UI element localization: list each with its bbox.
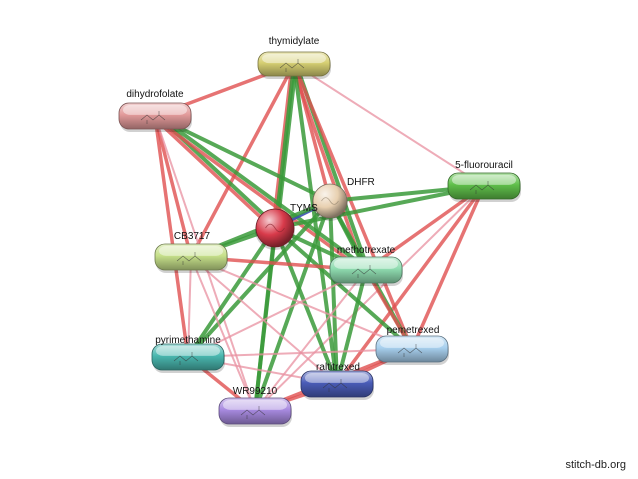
source-credit[interactable]: stitch-db.org — [565, 459, 626, 471]
molecule-glyph — [397, 344, 423, 357]
compound-pill[interactable] — [154, 243, 228, 271]
node-label: thymidylate — [269, 36, 320, 47]
compound-pill[interactable] — [151, 343, 225, 371]
edge-5-fluorouracil-methotrexate-textmining[interactable] — [364, 184, 486, 272]
compound-pill[interactable] — [329, 256, 403, 284]
node-thymidylate[interactable]: thymidylate — [257, 36, 331, 79]
edge-TYMS-pemetrexed-experimental[interactable] — [273, 226, 414, 351]
node-label: TYMS — [290, 203, 318, 214]
edge-thymidylate-methotrexate-textmining[interactable] — [290, 62, 366, 273]
edge-CB3717-pemetrexed-database[interactable] — [190, 256, 413, 350]
compound-pill[interactable] — [257, 51, 331, 77]
node-label: dihydrofolate — [126, 89, 184, 100]
molecule-glyph — [322, 379, 348, 392]
compound-pill[interactable] — [447, 172, 521, 200]
pill-highlight — [452, 175, 516, 185]
molecule-glyph — [469, 181, 495, 194]
node-label: DHFR — [347, 177, 375, 188]
edge-CB3717-WR99210-database[interactable] — [190, 256, 256, 412]
edge-dihydrofolate-methotrexate-textmining[interactable] — [152, 115, 367, 274]
node-pyrimethamine[interactable]: pyrimethamine — [151, 335, 225, 373]
molecule-glyph — [140, 111, 166, 124]
edge-thymidylate-raltitrexed-experimental[interactable] — [292, 62, 339, 386]
edge-dihydrofolate-TYMS-textmining[interactable] — [151, 115, 276, 232]
edge-5-fluorouracil-WR99210-database[interactable] — [254, 185, 485, 412]
edge-dihydrofolate-pyrimethamine-textmining[interactable] — [153, 114, 190, 359]
node-tyms[interactable]: TYMS — [255, 203, 318, 250]
compound-pill[interactable] — [218, 397, 292, 425]
edge-DHFR-raltitrexed-experimental[interactable] — [328, 199, 339, 386]
edge-5-fluorouracil-pemetrexed-textmining[interactable] — [410, 184, 486, 351]
edge-thymidylate-5-fluorouracil-database[interactable] — [293, 63, 485, 187]
pill-highlight — [159, 246, 223, 256]
compound-pill[interactable] — [300, 370, 374, 398]
edge-methotrexate-raltitrexed-experimental[interactable] — [335, 268, 368, 386]
pill-highlight — [305, 373, 369, 383]
edge-pemetrexed-pyrimethamine-database[interactable] — [187, 348, 413, 358]
node-label: methotrexate — [337, 245, 396, 256]
node-methotrexate[interactable]: methotrexate — [329, 245, 403, 286]
edge-methotrexate-pyrimethamine-database[interactable] — [187, 269, 367, 358]
node-label: pyrimethamine — [155, 335, 221, 346]
molecule-glyph — [279, 59, 305, 72]
pill-highlight — [380, 338, 444, 348]
node-dhfr[interactable]: DHFR — [312, 177, 375, 221]
node-cb3717[interactable]: CB3717 — [154, 231, 228, 273]
node-pemetrexed[interactable]: pemetrexed — [375, 325, 449, 365]
structure-glyph — [321, 197, 339, 205]
node-label: pemetrexed — [387, 325, 440, 336]
node-dihydrofolate[interactable]: dihydrofolate — [118, 89, 192, 132]
node-wr99210[interactable]: WR99210 — [218, 386, 292, 427]
molecule-glyph — [240, 406, 266, 419]
node-5-fluorouracil[interactable]: 5-fluorouracil — [447, 160, 521, 202]
edge-thymidylate-pemetrexed-textmining[interactable] — [292, 62, 414, 351]
edge-methotrexate-WR99210-database[interactable] — [254, 269, 367, 412]
node-raltitrexed[interactable]: raltitrexed — [300, 362, 374, 400]
edge-CB3717-pyrimethamine-database[interactable] — [187, 256, 192, 358]
edge-DHFR-pyrimethamine-experimental[interactable] — [186, 199, 332, 359]
pill-highlight — [334, 259, 398, 269]
node-label: CB3717 — [174, 231, 211, 242]
edge-dihydrofolate-CB3717-textmining[interactable] — [153, 114, 193, 259]
molecule-glyph — [176, 252, 202, 265]
node-layer: thymidylate dihydrofolate 5-fluorouracilDH… — [118, 36, 521, 427]
pill-highlight — [262, 54, 326, 64]
edge-TYMS-raltitrexed-experimental[interactable] — [273, 226, 339, 386]
compound-pill[interactable] — [118, 102, 192, 130]
pill-highlight — [123, 105, 187, 115]
node-label: WR99210 — [233, 386, 278, 397]
node-label: raltitrexed — [316, 362, 360, 373]
compound-pill[interactable] — [375, 335, 449, 363]
pill-highlight — [156, 346, 220, 356]
node-label: 5-fluorouracil — [455, 160, 513, 171]
structure-glyph — [265, 223, 285, 233]
pill-highlight — [223, 400, 287, 410]
molecule-glyph — [351, 265, 377, 278]
edge-dihydrofolate-DHFR-experimental[interactable] — [153, 114, 332, 203]
molecule-glyph — [173, 352, 199, 365]
